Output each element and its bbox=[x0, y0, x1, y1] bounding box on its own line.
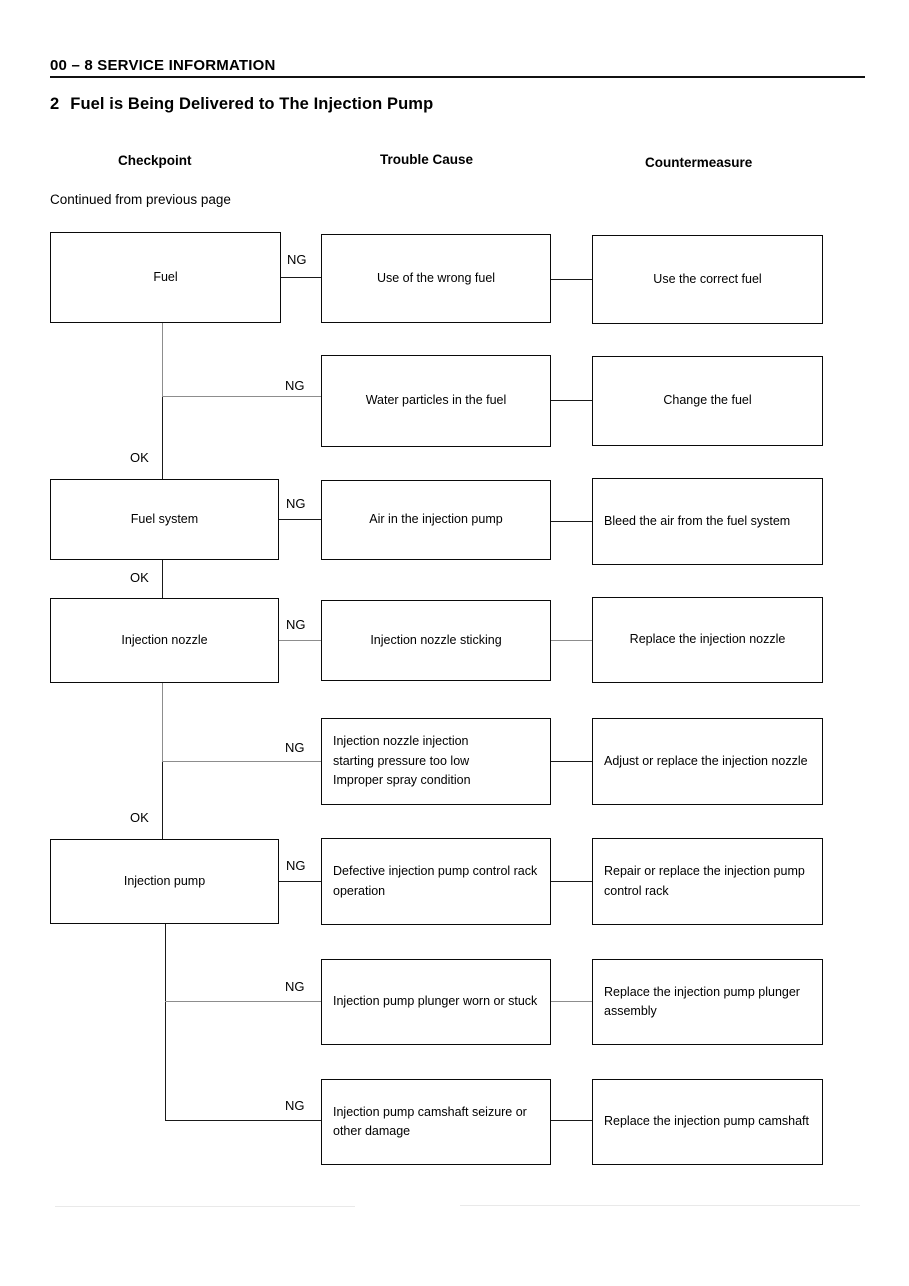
edge-label-ng-7: NG bbox=[283, 979, 307, 994]
edge-label-ng-2: NG bbox=[283, 378, 307, 393]
action-box-3: Bleed the air from the fuel system bbox=[592, 478, 823, 565]
action-box-7: Replace the injection pump plunger assem… bbox=[592, 959, 823, 1045]
cause-5-line-3: Improper spray condition bbox=[333, 773, 471, 788]
connector-nozzle-to-cause-4 bbox=[279, 640, 321, 642]
continued-note: Continued from previous page bbox=[50, 192, 231, 207]
checkpoint-box-fuel: Fuel bbox=[50, 232, 281, 323]
column-header-checkpoint: Checkpoint bbox=[118, 153, 192, 168]
checkpoint-box-injection-nozzle: Injection nozzle bbox=[50, 598, 279, 683]
action-box-5: Adjust or replace the injection nozzle bbox=[592, 718, 823, 805]
column-header-trouble-cause: Trouble Cause bbox=[380, 152, 474, 167]
checkpoint-box-fuel-system: Fuel system bbox=[50, 479, 279, 560]
cause-box-7: Injection pump plunger worn or stuck bbox=[321, 959, 551, 1045]
trunk-fuel-upper bbox=[162, 323, 164, 396]
scan-artifact bbox=[55, 1206, 355, 1207]
cause-box-8: Injection pump camshaft seizure or other… bbox=[321, 1079, 551, 1165]
action-box-1: Use the correct fuel bbox=[592, 235, 823, 324]
trunk-pump-lower bbox=[165, 924, 167, 1120]
connector-pump-to-cause-8 bbox=[165, 1120, 321, 1122]
connector-fuel-to-cause-1 bbox=[281, 277, 321, 279]
column-header-countermeasure: Countermeasure bbox=[645, 155, 753, 170]
scan-artifact bbox=[460, 1205, 860, 1206]
trunk-fuel-lower bbox=[162, 396, 164, 479]
edge-label-ng-6: NG bbox=[284, 858, 308, 873]
edge-label-ng-1: NG bbox=[285, 252, 309, 267]
action-box-8: Replace the injection pump camshaft bbox=[592, 1079, 823, 1165]
cause-box-6: Defective injection pump control rack op… bbox=[321, 838, 551, 925]
connector-cause-4-to-action-4 bbox=[551, 640, 592, 642]
connector-cause-7-to-action-7 bbox=[551, 1001, 592, 1003]
edge-label-ng-5: NG bbox=[283, 740, 307, 755]
cause-5-line-2: starting pressure too low bbox=[333, 753, 470, 768]
section-title-text: Fuel is Being Delivered to The Injection… bbox=[70, 95, 434, 113]
edge-label-ok-3: OK bbox=[128, 810, 151, 825]
connector-cause-3-to-action-3 bbox=[551, 521, 592, 523]
connector-fuel-system-to-cause-3 bbox=[279, 519, 321, 521]
trunk-nozzle-upper bbox=[162, 683, 164, 761]
cause-box-5: Injection nozzle injection starting pres… bbox=[321, 718, 551, 805]
checkpoint-box-injection-pump: Injection pump bbox=[50, 839, 279, 924]
connector-cause-2-to-action-2 bbox=[551, 400, 592, 402]
action-box-6: Repair or replace the injection pump con… bbox=[592, 838, 823, 925]
connector-fuel-to-cause-2 bbox=[162, 396, 321, 398]
section-number: 2 bbox=[50, 95, 60, 113]
connector-pump-to-cause-7 bbox=[165, 1001, 321, 1003]
edge-label-ng-8: NG bbox=[283, 1098, 307, 1113]
connector-cause-1-to-action-1 bbox=[551, 279, 592, 281]
trunk-nozzle-lower bbox=[162, 761, 164, 839]
edge-label-ng-4: NG bbox=[284, 617, 308, 632]
edge-label-ok-1: OK bbox=[128, 450, 151, 465]
connector-nozzle-to-cause-5 bbox=[162, 761, 321, 763]
action-box-2: Change the fuel bbox=[592, 356, 823, 446]
trunk-fuel-system-to-nozzle bbox=[162, 560, 164, 599]
connector-cause-8-to-action-8 bbox=[551, 1120, 592, 1122]
page-header-reference: 00 – 8 SERVICE INFORMATION bbox=[50, 57, 276, 74]
connector-cause-6-to-action-6 bbox=[551, 881, 592, 883]
cause-box-4: Injection nozzle sticking bbox=[321, 600, 551, 681]
page-title: 2 Fuel is Being Delivered to The Injectio… bbox=[50, 95, 433, 114]
cause-box-3: Air in the injection pump bbox=[321, 480, 551, 560]
header-rule bbox=[50, 76, 865, 78]
edge-label-ok-2: OK bbox=[128, 570, 151, 585]
action-box-4: Replace the injection nozzle bbox=[592, 597, 823, 683]
cause-5-line-1: Injection nozzle injection bbox=[333, 734, 469, 749]
connector-pump-to-cause-6 bbox=[279, 881, 321, 883]
edge-label-ng-3: NG bbox=[284, 496, 308, 511]
connector-cause-5-to-action-5 bbox=[551, 761, 592, 763]
cause-box-2: Water particles in the fuel bbox=[321, 355, 551, 447]
cause-box-1: Use of the wrong fuel bbox=[321, 234, 551, 323]
